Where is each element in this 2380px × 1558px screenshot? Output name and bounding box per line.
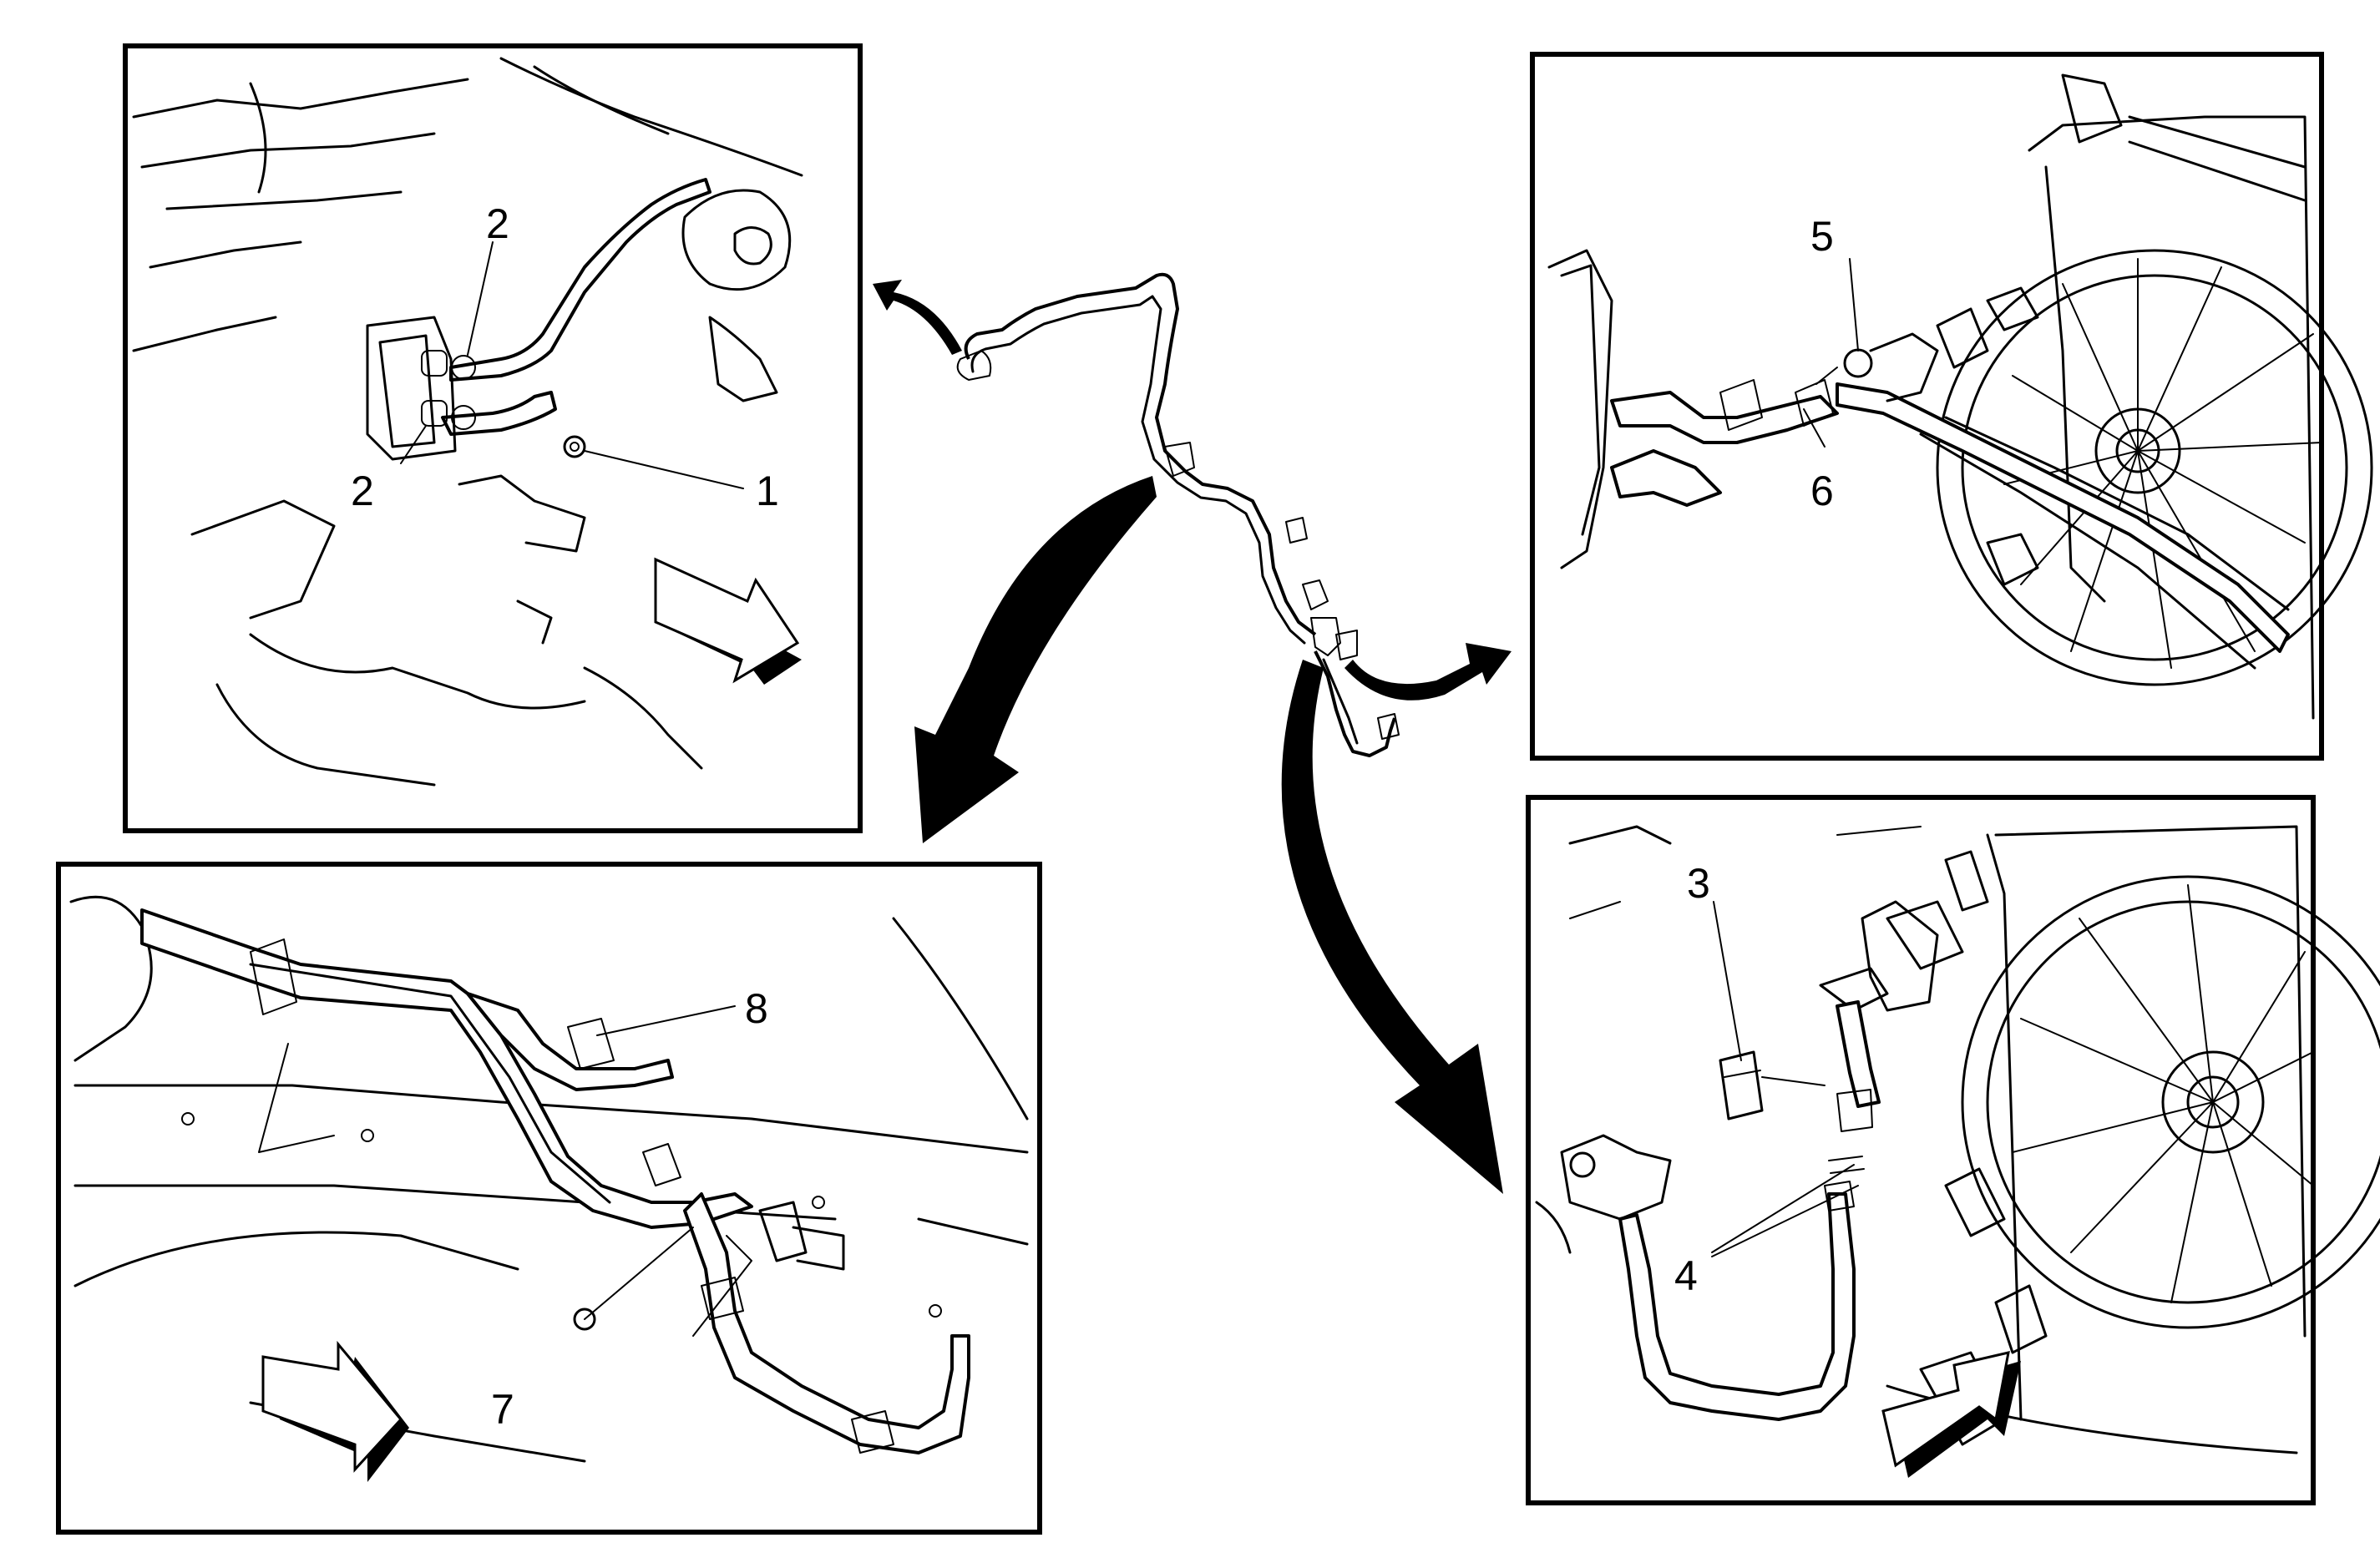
callout-2a: 2 — [486, 200, 509, 247]
callout-7: 7 — [491, 1386, 514, 1433]
leader-4a — [1711, 1164, 1855, 1253]
panel-top-right: 5 6 — [1530, 52, 2373, 761]
callout-1: 1 — [756, 468, 779, 514]
leader-2b — [400, 425, 427, 464]
pointer-arrow-bottom-left — [914, 476, 1157, 843]
front-direction-arrow-top-left — [654, 557, 802, 685]
leader-1 — [584, 450, 744, 489]
leader-3 — [1713, 901, 1742, 1061]
callout-8: 8 — [745, 985, 768, 1032]
pointer-arrow-bottom-right — [1281, 660, 1503, 1194]
panel-bottom-right: 3 4 — [1526, 795, 2380, 1505]
callout-2b: 2 — [351, 468, 374, 514]
callout-5: 5 — [1810, 213, 1834, 260]
callout-3: 3 — [1687, 860, 1710, 907]
leader-4b — [1711, 1185, 1859, 1257]
pointer-arrow-top-left — [873, 280, 962, 355]
callout-4: 4 — [1674, 1252, 1698, 1299]
pointer-arrow-right — [1344, 643, 1512, 701]
leader-5 — [1849, 258, 1859, 352]
callout-6: 6 — [1810, 468, 1834, 514]
panel-bottom-left: 8 7 — [56, 862, 1042, 1535]
center-hose-overview — [956, 272, 1400, 757]
front-direction-arrow-bottom-left — [261, 1340, 409, 1482]
leader-8 — [596, 1005, 736, 1036]
panel-top-left: 2 2 1 — [123, 43, 863, 833]
leader-6 — [1803, 408, 1826, 448]
front-direction-arrow-bottom-right — [1881, 1351, 2021, 1478]
leader-7 — [584, 1227, 694, 1320]
leader-2a — [467, 241, 494, 356]
